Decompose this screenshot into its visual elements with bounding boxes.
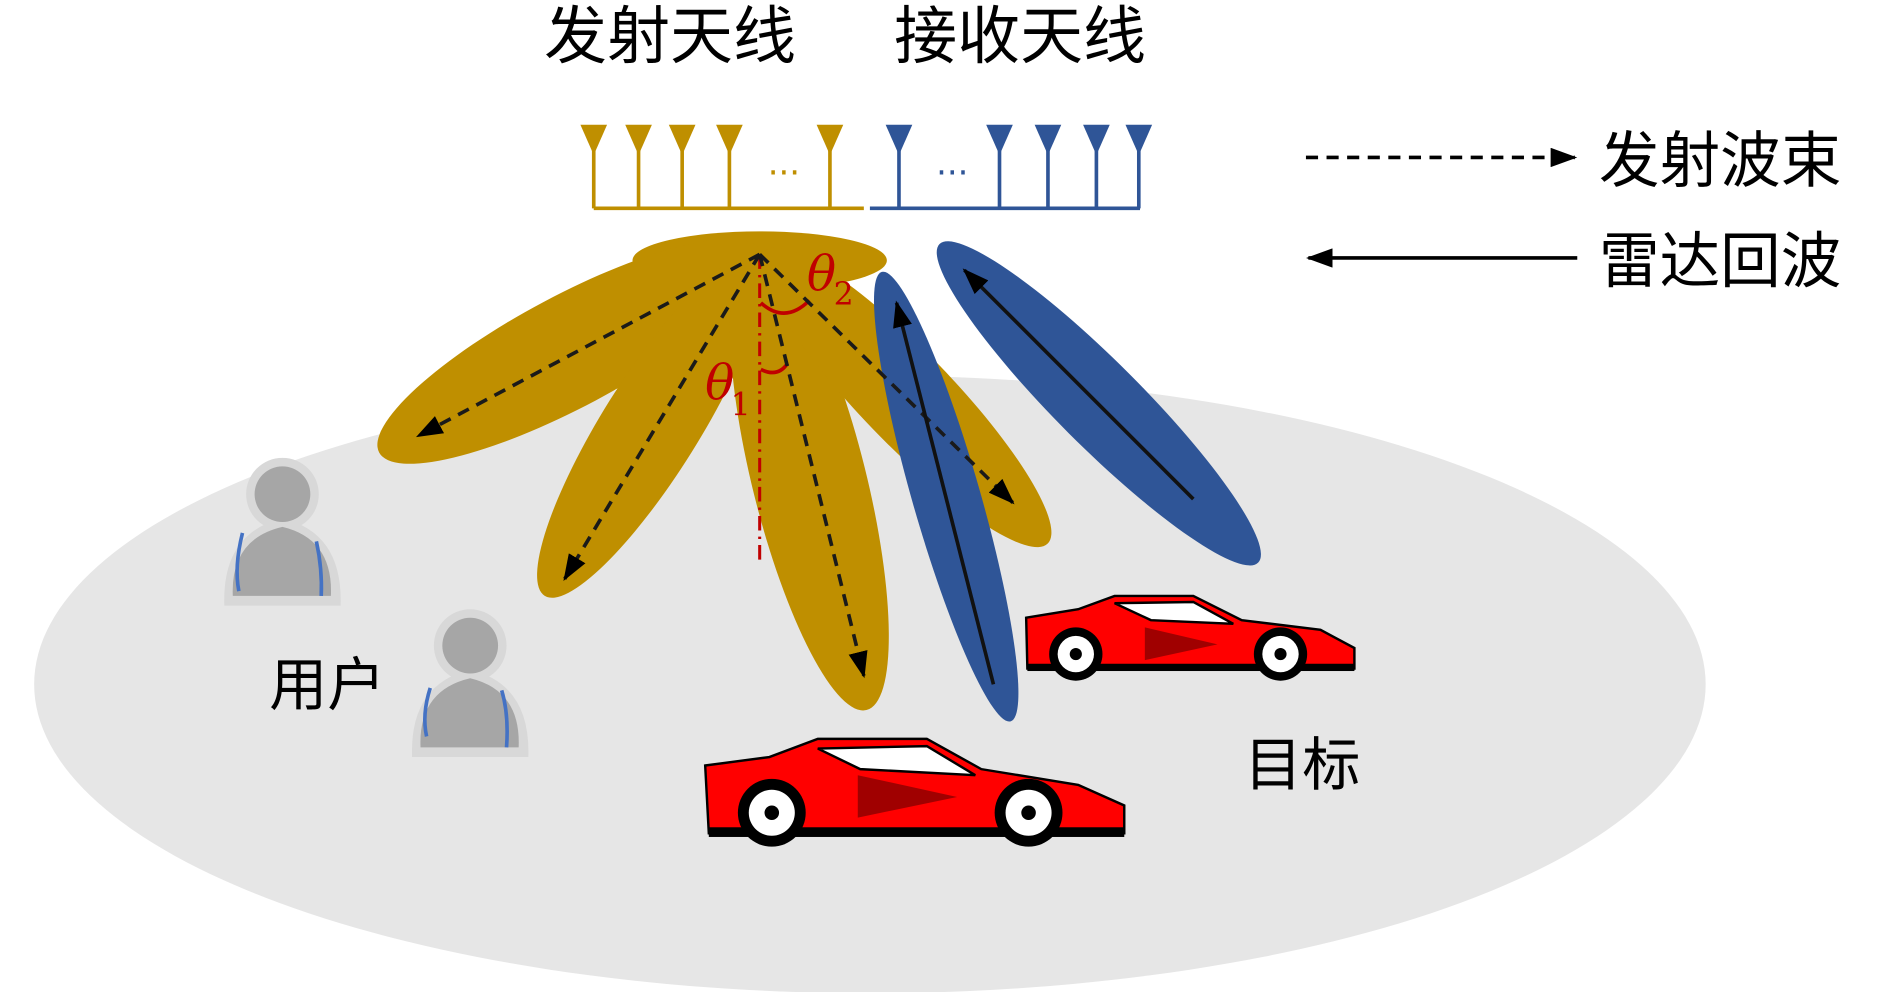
theta1-subscript: 1 — [731, 387, 751, 423]
targets-label: 目标 — [1244, 731, 1360, 799]
theta2-subscript: 2 — [834, 277, 854, 313]
rx-antenna-array — [869, 124, 1153, 211]
tx-ellipsis: ··· — [768, 153, 800, 192]
tx-antenna-label: 发射天线 — [544, 0, 796, 73]
tx-antenna-array — [580, 124, 864, 211]
rx-antenna-label: 接收天线 — [894, 0, 1146, 73]
theta2-symbol: θ — [807, 247, 836, 303]
legend-tx-beam-label: 发射波束 — [1599, 127, 1841, 197]
theta2-arc — [759, 299, 811, 315]
tx-lobe-3 — [729, 251, 889, 711]
tx-lobe-2 — [537, 254, 765, 598]
legend-radar-echo-label: 雷达回波 — [1599, 227, 1841, 297]
theta1-symbol: θ — [705, 356, 734, 412]
rx-ellipsis: ··· — [936, 153, 968, 192]
users-label: 用户 — [269, 651, 385, 719]
user-icon-2 — [411, 609, 529, 758]
legend: 发射波束 雷达回波 — [1305, 127, 1841, 297]
car-target-1 — [1024, 594, 1356, 681]
user-icon-1 — [224, 457, 341, 606]
tx-beam-arrows — [415, 252, 1015, 679]
radar-echo-arrows — [893, 268, 1195, 685]
tx-lobe-1 — [377, 238, 762, 464]
car-target-2 — [703, 737, 1126, 847]
